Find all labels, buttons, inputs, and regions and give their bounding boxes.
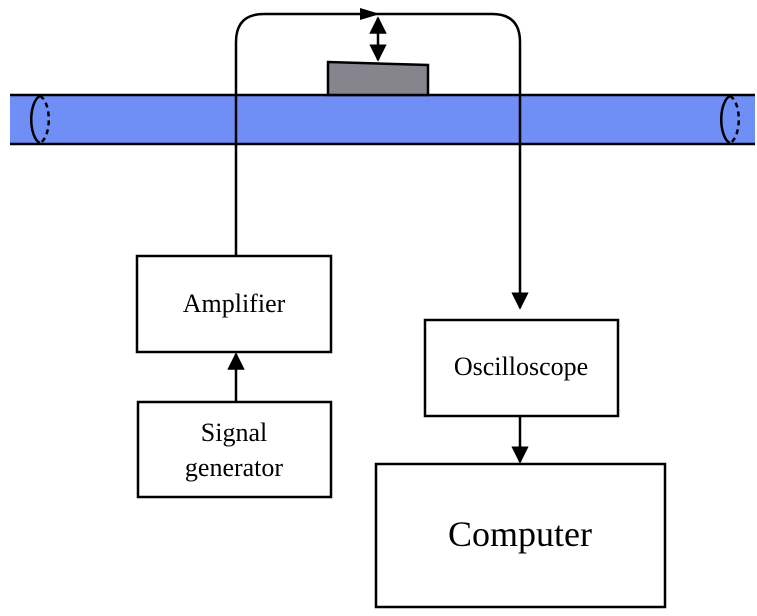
pipe-left-end-back: [39, 94, 50, 145]
oscilloscope-label: Oscilloscope: [454, 352, 588, 381]
amplifier-label: Amplifier: [183, 289, 286, 318]
computer-box: Computer: [374, 462, 667, 609]
oscilloscope-box: Oscilloscope: [423, 318, 620, 418]
signal-generator-label-line2: generator: [185, 453, 284, 482]
transducer-block: [326, 60, 430, 97]
pipe-right-end-front: [720, 94, 731, 145]
pipe-right-end-back: [729, 94, 740, 145]
wire-direction-arrowhead: [360, 8, 380, 20]
amplifier-box: Amplifier: [135, 254, 333, 354]
signal-generator-label-line1: Signal: [201, 418, 267, 447]
pipe-left-end-front: [30, 94, 41, 145]
signal-generator-box: Signal generator: [136, 400, 333, 499]
computer-label: Computer: [448, 514, 592, 554]
pipe: [10, 93, 755, 146]
pipe-body: [10, 95, 755, 144]
